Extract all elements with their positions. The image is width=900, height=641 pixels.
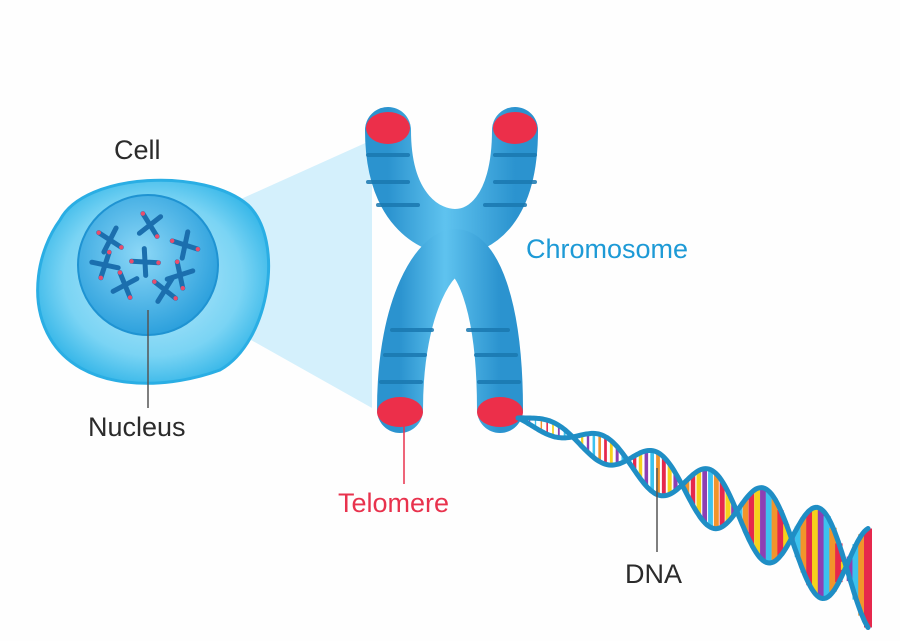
dna-helix [515, 415, 872, 630]
telomere-top-right [493, 112, 537, 144]
chromosome-label: Chromosome [526, 234, 689, 264]
nucleus-label: Nucleus [88, 412, 186, 442]
mini-chromosome [96, 225, 124, 255]
telomere-top-left [366, 112, 410, 144]
mini-chromosome [110, 270, 140, 300]
mini-chromosome [151, 276, 179, 304]
dna-backbone [515, 415, 871, 630]
telomere-label: Telomere [338, 488, 450, 518]
dna-backbone [515, 415, 871, 602]
mini-chromosomes [89, 211, 201, 304]
nucleus [77, 194, 219, 336]
telomere-bottom-right [477, 397, 523, 427]
mini-chromosome [169, 229, 201, 261]
mini-chromosome [164, 259, 196, 291]
mini-chromosome [89, 249, 121, 281]
mini-chromosome [129, 246, 161, 278]
cell-label: Cell [114, 135, 161, 165]
dna-label: DNA [625, 559, 683, 589]
mini-chromosome [136, 211, 164, 239]
chromosome [365, 107, 538, 433]
telomere-bottom-left [377, 397, 423, 427]
